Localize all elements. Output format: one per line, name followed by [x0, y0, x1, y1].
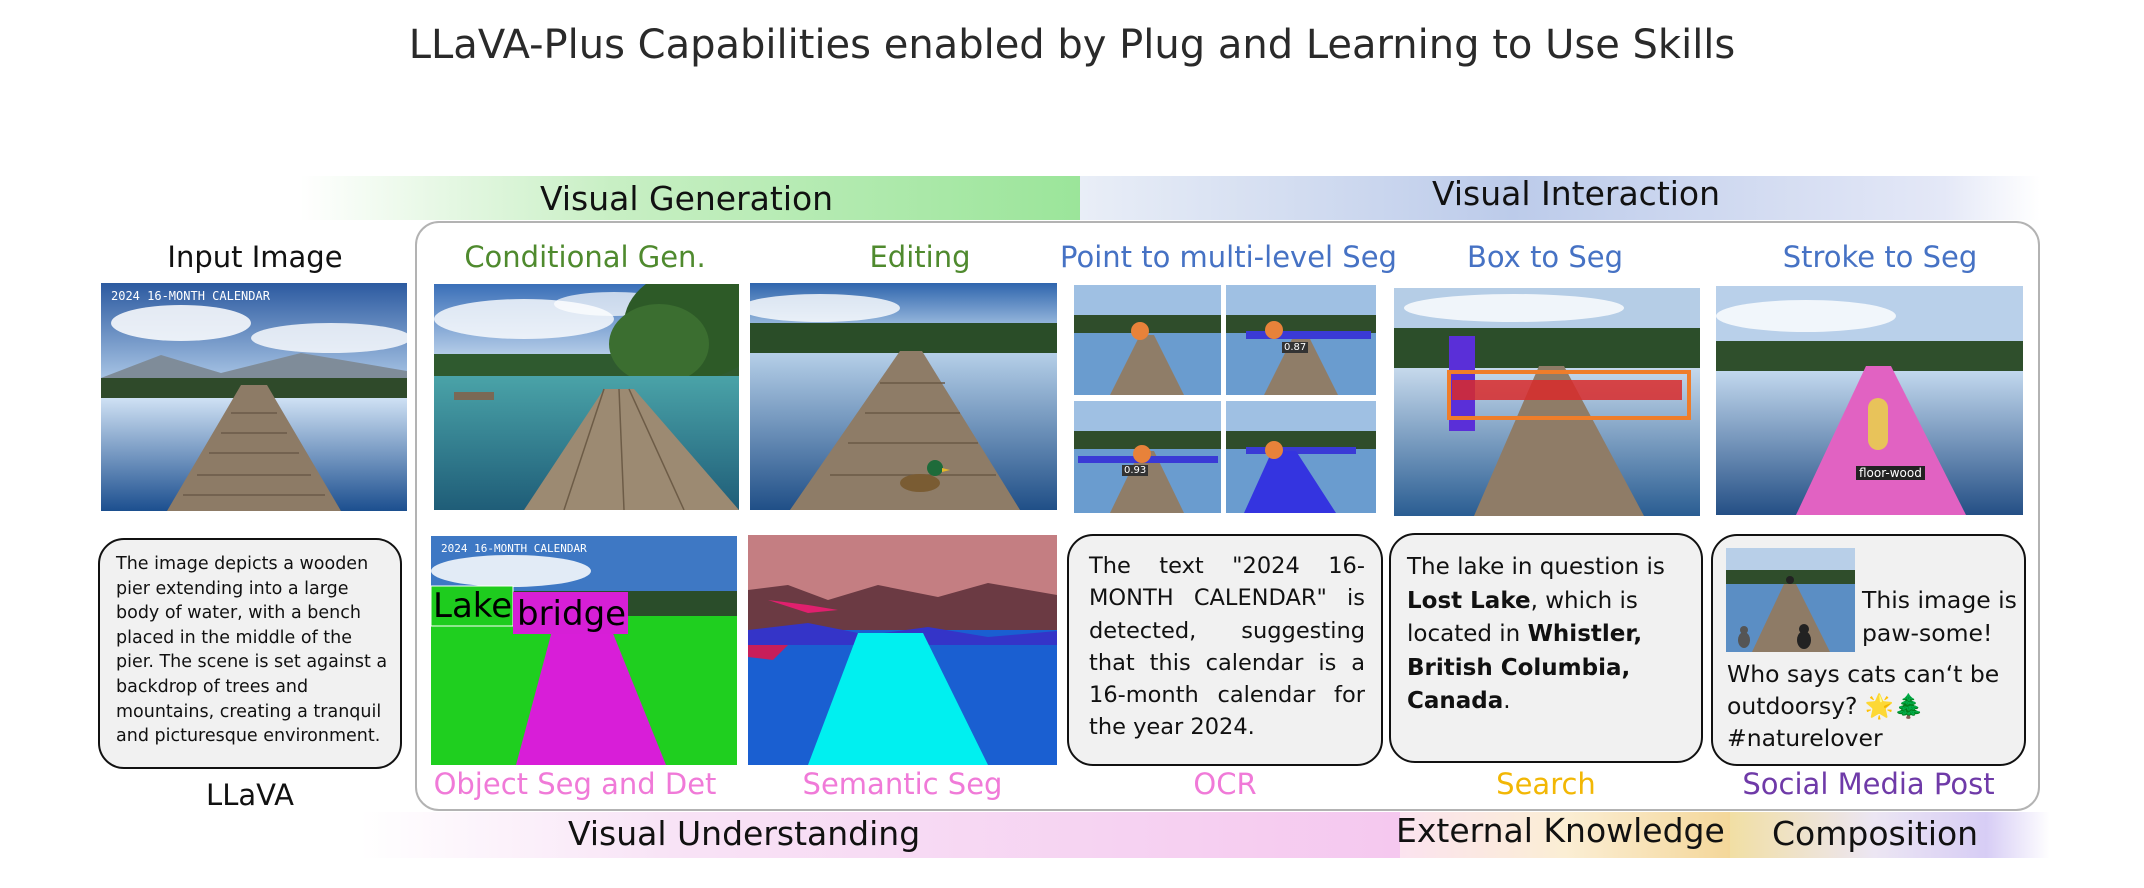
search-answer-text: The lake in question is Lost Lake, which… — [1407, 551, 1693, 719]
input-image: 2024 16-MONTH CALENDAR — [101, 283, 407, 511]
visual-interaction-band — [1080, 176, 2040, 220]
input-image-overlay-text: 2024 16-MONTH CALENDAR — [111, 289, 270, 303]
stroke-seg-label: Stroke to Seg — [1782, 240, 1978, 274]
visual-generation-label: Visual Generation — [540, 179, 834, 218]
ocr-answer-box: The text "2024 16-MONTH CALENDAR" is det… — [1067, 534, 1383, 766]
semantic-seg-label: Semantic Seg — [802, 767, 1003, 801]
external-knowledge-band — [1400, 812, 1730, 858]
social-post-box: This image is paw-some! Who says cats ca… — [1711, 534, 2026, 766]
box-seg-label: Box to Seg — [1466, 240, 1624, 274]
point-seg-score-1: 0.87 — [1282, 342, 1309, 353]
social-media-post-label: Social Media Post — [1742, 767, 1995, 801]
object-seg-image: Lake bridge 2024 16-MONTH CALENDAR — [431, 536, 737, 765]
search-text-part-2: , which is located in — [1407, 587, 1638, 648]
stroke-seg-image: floor-wood — [1716, 286, 2023, 515]
search-label: Search — [1496, 767, 1596, 801]
point-seg-score-2: 0.93 — [1122, 465, 1149, 476]
search-answer-box: The lake in question is Lost Lake, which… — [1389, 533, 1703, 763]
stroke-seg-label-tag: floor-wood — [1856, 466, 1925, 480]
llava-answer-box: The image depicts a wooden pier extendin… — [98, 538, 402, 769]
box-seg-image — [1394, 288, 1700, 516]
skills-frame — [415, 221, 2040, 811]
social-post-image — [1726, 548, 1855, 652]
visual-understanding-band — [360, 812, 1400, 858]
ocr-label: OCR — [1193, 767, 1257, 801]
detection-label-lake: Lake — [433, 586, 513, 626]
search-text-part-3: . — [1503, 688, 1511, 714]
visual-understanding-label: Visual Understanding — [568, 814, 921, 853]
llava-answer-text: The image depicts a wooden pier extendin… — [116, 554, 388, 747]
social-post-text-1: This image is paw-some! — [1862, 586, 2017, 647]
point-seg-image-4 — [1226, 401, 1376, 513]
visual-generation-band — [300, 176, 1080, 220]
point-seg-image-2: 0.87 — [1226, 285, 1376, 395]
external-knowledge-label: External Knowledge — [1396, 811, 1725, 850]
composition-band — [1730, 812, 2050, 858]
llava-label: LLaVA — [206, 778, 294, 812]
figure-title: LLaVA-Plus Capabilities enabled by Plug … — [408, 22, 1736, 68]
editing-image — [750, 283, 1057, 510]
point-seg-label: Point to multi-level Seg — [1060, 240, 1397, 274]
visual-interaction-label: Visual Interaction — [1432, 174, 1721, 213]
editing-label: Editing — [869, 240, 971, 274]
point-seg-image-1 — [1074, 285, 1221, 395]
object-seg-overlay-text: 2024 16-MONTH CALENDAR — [441, 542, 587, 555]
point-seg-image-3: 0.93 — [1074, 401, 1221, 513]
search-text-bold-2: Whistler, British Columbia, Canada — [1407, 621, 1643, 714]
detection-label-bridge: bridge — [517, 594, 627, 634]
semantic-seg-image — [748, 535, 1057, 765]
composition-label: Composition — [1772, 814, 1979, 853]
input-image-heading: Input Image — [167, 240, 343, 274]
object-seg-label: Object Seg and Det — [433, 767, 717, 801]
ocr-answer-text: The text "2024 16-MONTH CALENDAR" is det… — [1089, 553, 1365, 741]
search-text-bold-1: Lost Lake — [1407, 587, 1531, 614]
social-post-text-2: Who says cats can‘t be outdoorsy? 🌟🌲 #na… — [1727, 660, 2000, 752]
conditional-gen-label: Conditional Gen. — [464, 240, 706, 274]
conditional-gen-image — [434, 284, 739, 510]
search-text-part-1: The lake in question is — [1407, 554, 1665, 580]
